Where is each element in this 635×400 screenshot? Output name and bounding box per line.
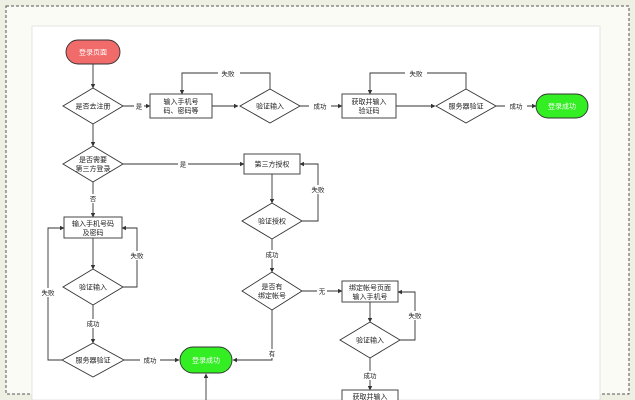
terminal-login-success-top-label: 登录成功 (548, 102, 576, 111)
process-input-phone-code (63, 216, 123, 239)
decision-verify-input-left-label: 验证输入 (79, 283, 107, 292)
decision-bound-account-line1: 是否有 (262, 282, 283, 291)
decision-verify-input-right-label: 验证输入 (356, 336, 384, 345)
decision-server-verify-left (61, 342, 125, 378)
process-third-party-auth-label: 第三方授权 (255, 160, 290, 169)
diagram-canvas (31, 25, 601, 400)
process-get-code-bottom (341, 389, 399, 400)
edge-label-has: 有 (269, 349, 276, 358)
start-node-label: 登录页面 (79, 48, 107, 57)
edge-label-fail-verify-top: 失败 (222, 69, 236, 78)
process-third-party-auth (243, 153, 301, 175)
edge-label-success-auth: 成功 (266, 250, 280, 259)
process-get-code-top (341, 93, 397, 119)
edge-label-yes-register: 是 (136, 103, 143, 111)
process-get-code-top-line1: 获取并输入 (352, 97, 387, 106)
decision-verify-auth-label: 验证授权 (258, 217, 286, 226)
process-input-phone-code-line1: 输入手机号码 (72, 219, 114, 228)
edge-label-no-thirdparty: 否 (90, 195, 97, 203)
decision-third-party-login-line2: 第三方登录 (76, 164, 111, 173)
decision-go-register-label: 是否去注册 (76, 102, 111, 111)
process-bind-account-page-line2: 输入手机号 (353, 292, 388, 301)
decision-server-verify-top-label: 服务器验证 (449, 102, 484, 111)
decision-third-party-login (62, 145, 124, 183)
decision-bound-account (241, 271, 303, 311)
edge-label-none: 无 (319, 288, 326, 296)
edge-label-success-verify-top: 成功 (314, 102, 328, 111)
decision-verify-auth (241, 202, 303, 240)
process-bind-account-page (341, 280, 399, 303)
decision-third-party-login-line1: 是否需要 (79, 156, 107, 164)
terminal-login-success-top (535, 93, 589, 119)
decision-server-verify-top (435, 88, 497, 124)
process-get-code-bottom-label: 获取并输入 (353, 392, 388, 400)
edge-label-success-verify-left: 成功 (87, 319, 101, 328)
edge-label-yes-thirdparty: 是 (180, 161, 187, 169)
start-node-login-page (65, 39, 121, 65)
edge-label-fail-verify-right: 失败 (409, 311, 423, 320)
edge-label-fail-server-top: 失败 (410, 69, 424, 78)
terminal-login-success-mid (179, 346, 233, 374)
process-input-phone-password-line1: 输入手机号 (164, 97, 199, 106)
process-get-code-top-line2: 验证码 (359, 106, 380, 115)
decision-go-register (62, 87, 124, 125)
process-bind-account-page-line1: 绑定帐号页面 (349, 283, 391, 292)
edge-bound-has (232, 309, 273, 363)
decision-verify-input-left (62, 268, 124, 306)
decision-verify-input-top (239, 88, 301, 124)
decision-bound-account-line2: 绑定帐号 (258, 291, 286, 300)
edge-label-fail-auth: 失败 (312, 185, 326, 194)
edge-label-fail-server-left: 失败 (42, 288, 56, 297)
process-input-phone-password-line2: 码、密码等 (164, 106, 199, 115)
edge-label-success-server-left: 成功 (144, 356, 158, 365)
terminal-login-success-mid-label: 登录成功 (192, 356, 220, 365)
edge-label-success-verify-right: 成功 (364, 371, 378, 380)
process-input-phone-password (149, 93, 213, 119)
decision-server-verify-left-label: 服务器验证 (76, 356, 111, 365)
decision-verify-input-top-label: 验证输入 (256, 102, 284, 111)
edge-label-success-server-top: 成功 (510, 102, 524, 111)
decision-verify-input-right (339, 321, 401, 359)
process-input-phone-code-line2: 及密码 (83, 228, 104, 237)
edge-label-fail-verify-left: 失败 (131, 251, 145, 260)
